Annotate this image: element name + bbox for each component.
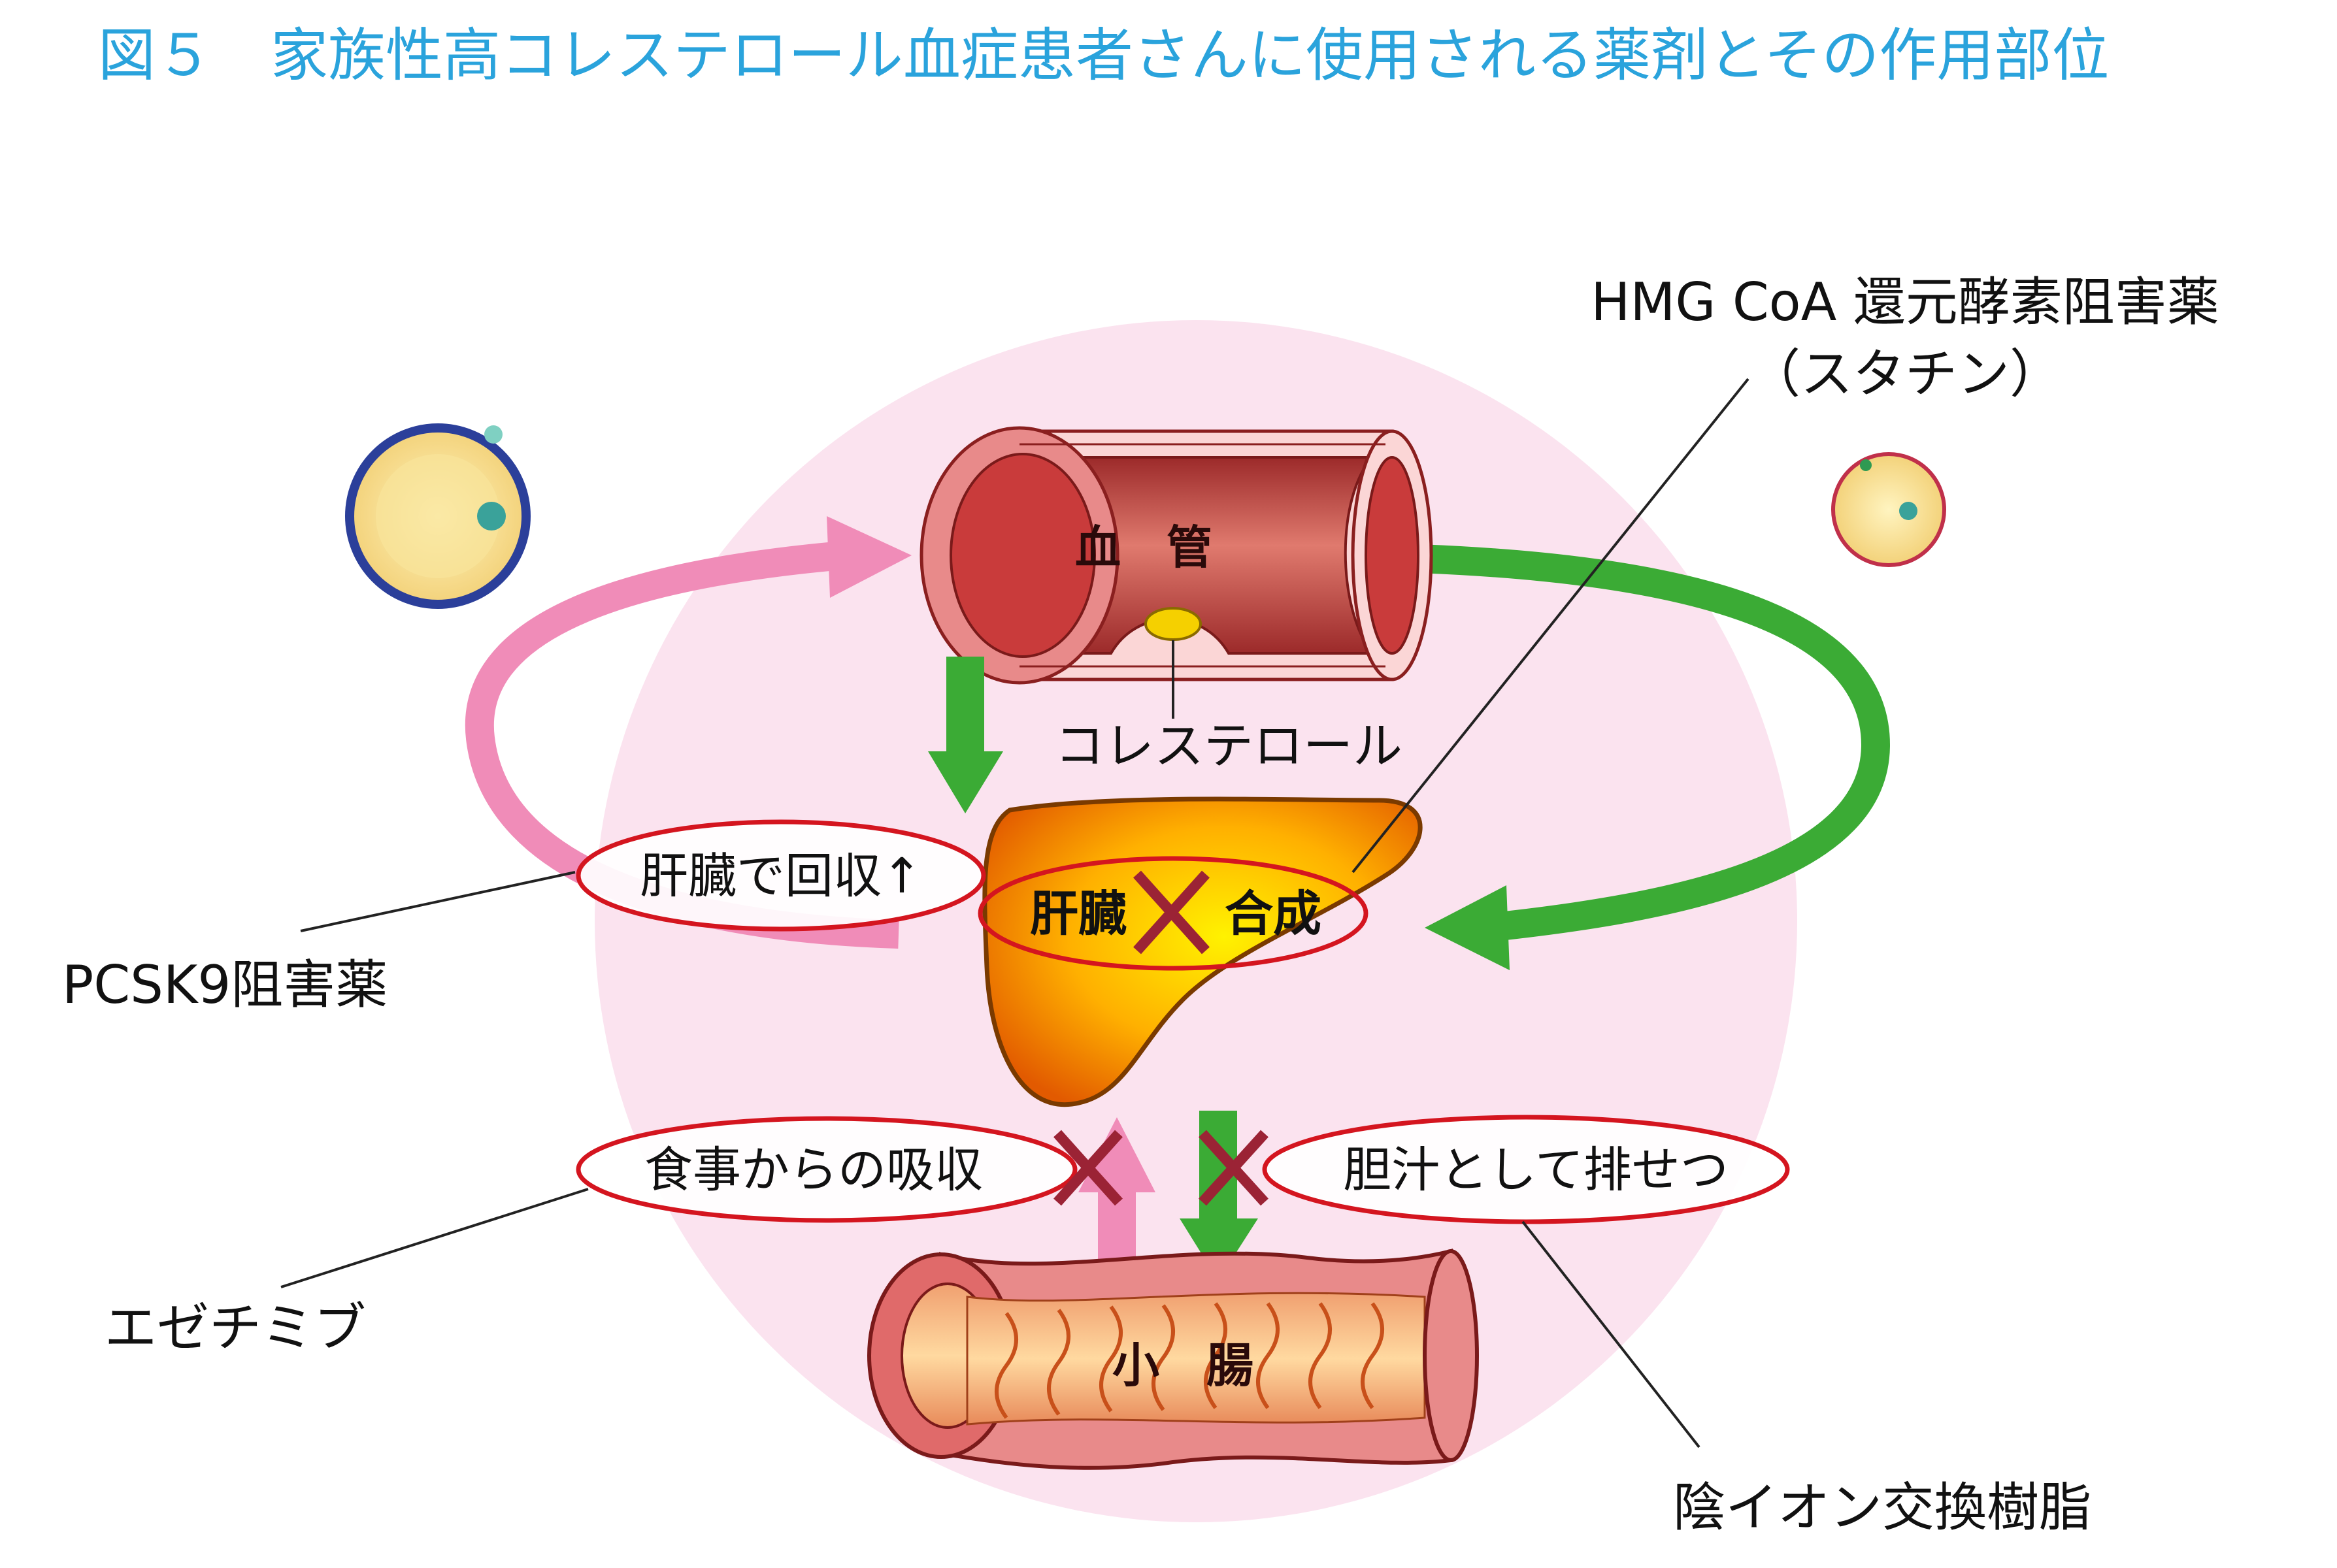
plaque-cholesterol [1144,607,1202,641]
blood-vessel [920,426,1433,685]
ezetimibe-pointer-line [280,1188,589,1288]
bile-block-cross-icon [1199,1130,1268,1206]
liver-uptake-ellipse [576,819,986,932]
bile-excretion-ellipse [1262,1115,1790,1224]
pcsk9-pointer-line [300,871,576,932]
lipoprotein-particle-right [1831,452,1946,567]
statin-pointer-line [1351,378,1749,874]
liver-synthesis-label-synthesis: 合成 [1225,886,1321,942]
bile-excretion-label: 胆汁として排せつ [1343,1142,1729,1198]
synthesis-block-cross-icon [1133,870,1210,955]
liver-uptake-label: 肝臓で回収↑ [640,848,922,904]
dietary-absorption-label: 食事からの吸収 [644,1142,983,1198]
ezetimibe-label: エゼチミブ [105,1298,366,1358]
statin-label-line2: （スタチン） [1748,344,2062,404]
dietary-absorption-ellipse [576,1116,1078,1223]
statin-label-line1: HMG CoA 還元酵素阻害薬 [1591,272,2219,333]
liver-synthesis-label-liver: 肝臓 [1030,886,1127,942]
green-down-arrow-vessel-liver [928,657,1003,813]
pcsk9-label: PCSK9阻害薬 [62,955,388,1015]
small-intestine-label: 小 腸 [1112,1338,1253,1393]
resin-pointer-line [1521,1220,1700,1448]
lipoprotein-particle-left [345,423,531,609]
blood-vessel-label: 血 管 [1075,521,1212,574]
green-return-arrow [1417,544,1891,970]
resin-label: 陰イオン交換樹脂 [1673,1477,2091,1538]
figure-title: 図５ 家族性高コレステロール血症患者さんに使用される薬剤とその作用部位 [98,22,2109,89]
liver-synthesis-ellipse [978,856,1368,971]
cholesterol-label: コレステロール [1055,717,1402,775]
small-intestine [867,1249,1479,1470]
absorption-block-cross-icon [1053,1130,1123,1206]
